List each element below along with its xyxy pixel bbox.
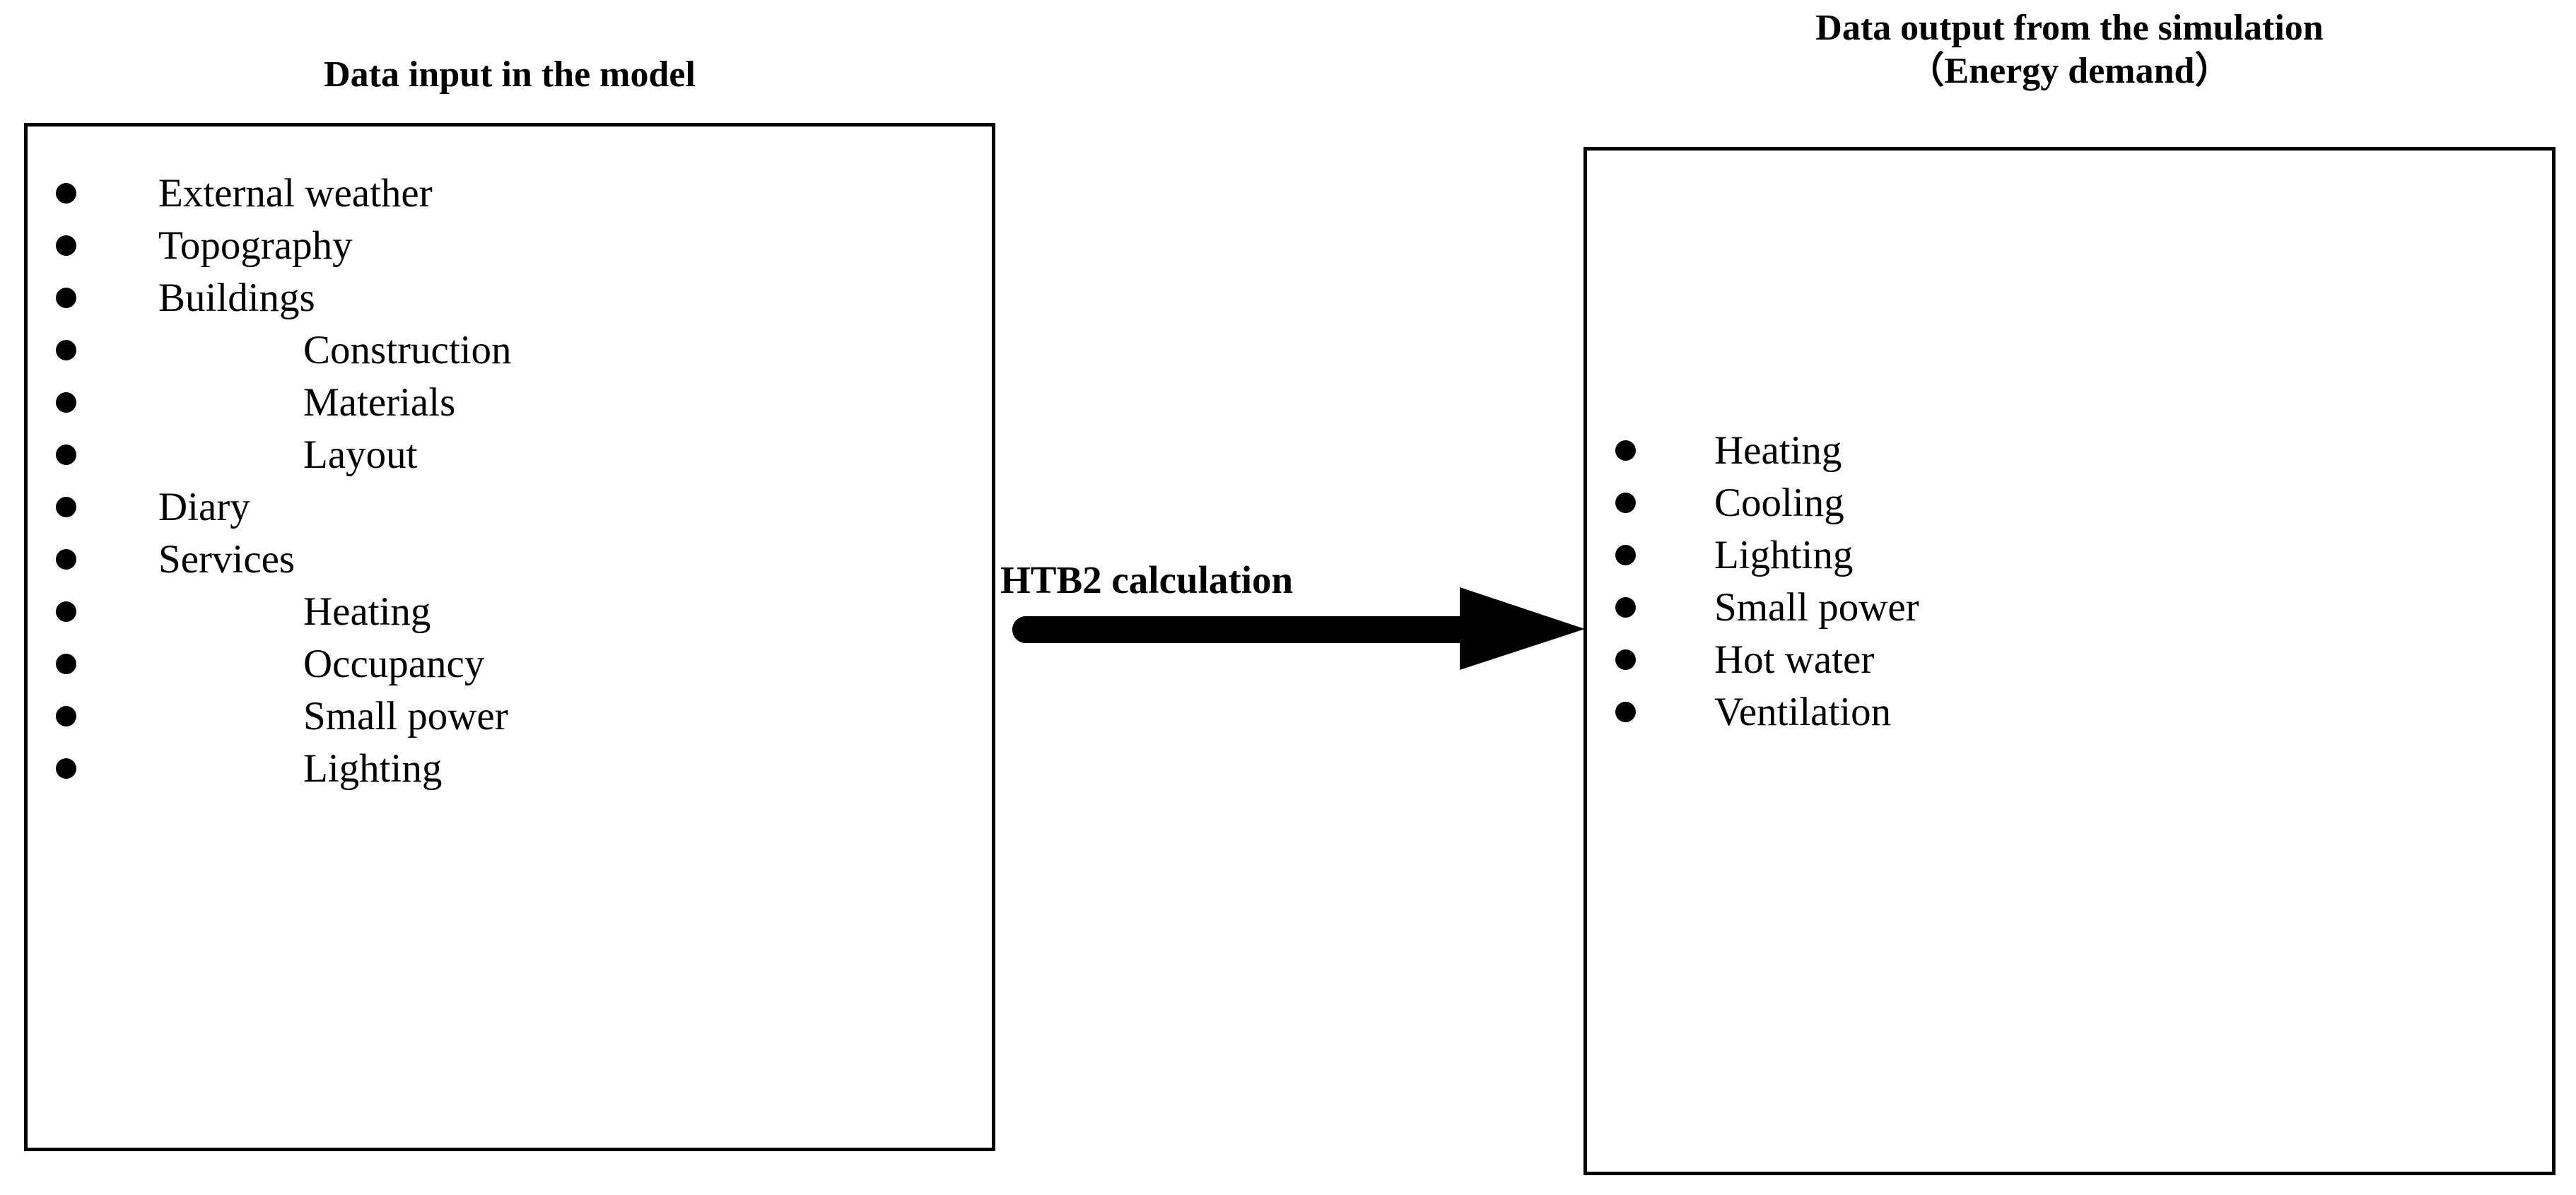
input-item-label: Construction xyxy=(303,328,512,372)
output-item-label: Ventilation xyxy=(1714,690,1892,734)
input-item-label: Small power xyxy=(303,694,508,738)
bullet-dot-icon xyxy=(1615,440,1636,461)
output-item-label: Lighting xyxy=(1714,533,1854,577)
output-item-label: Hot water xyxy=(1714,637,1875,682)
input-item: Materials xyxy=(28,377,992,429)
bullet-dot-icon xyxy=(56,601,76,622)
bullet-dot-icon xyxy=(56,235,76,256)
bullet-dot-icon xyxy=(56,654,76,674)
input-item-label: Occupancy xyxy=(303,642,485,686)
bullet-dot-icon xyxy=(56,183,76,204)
bullet-dot-icon xyxy=(56,549,76,570)
bullet-dot-icon xyxy=(56,706,76,726)
bullet-dot-icon xyxy=(56,445,76,465)
bullet-dot-icon xyxy=(1615,597,1636,618)
right-arrow-icon xyxy=(1012,587,1585,670)
input-item-label: Layout xyxy=(303,432,418,477)
output-item: Small power xyxy=(1587,582,2552,634)
arrow-label: HTB2 calculation xyxy=(1000,558,1294,601)
process-arrow-group: HTB2 calculation xyxy=(1000,558,1591,682)
output-item: Cooling xyxy=(1587,477,2552,529)
bullet-dot-icon xyxy=(1615,493,1636,513)
bullet-dot-icon xyxy=(56,392,76,413)
bullet-dot-icon xyxy=(56,288,76,308)
output-item: Ventilation xyxy=(1587,686,2552,738)
output-panel-title-line1: Data output from the simulation xyxy=(1815,8,2324,48)
input-item: Topography xyxy=(28,220,992,272)
output-item-label: Heating xyxy=(1714,428,1842,473)
input-item: Services xyxy=(28,534,992,586)
input-item: Construction xyxy=(28,324,992,377)
bullet-dot-icon xyxy=(1615,545,1636,565)
output-item-label: Small power xyxy=(1714,585,1919,630)
output-item: Hot water xyxy=(1587,634,2552,686)
bullet-dot-icon xyxy=(1615,649,1636,670)
input-item: Small power xyxy=(28,690,992,743)
bullet-dot-icon xyxy=(1615,702,1636,722)
input-panel-title: Data input in the model xyxy=(324,54,696,95)
output-panel-title: Data output from the simulation （Energy … xyxy=(1548,8,2576,90)
input-item: Heating xyxy=(28,586,992,638)
input-item: Lighting xyxy=(28,743,992,795)
input-item-label: Topography xyxy=(158,223,353,268)
input-item: Layout xyxy=(28,429,992,481)
input-item-label: Services xyxy=(158,537,295,582)
input-item-label: Materials xyxy=(303,380,456,425)
output-panel-title-line2: （Energy demand） xyxy=(1907,51,2232,92)
input-item: External weather xyxy=(28,167,992,220)
input-item: Occupancy xyxy=(28,638,992,690)
input-item: Diary xyxy=(28,481,992,534)
output-item: Heating xyxy=(1587,425,2552,477)
bullet-dot-icon xyxy=(56,340,76,360)
input-item-label: Buildings xyxy=(158,276,315,320)
output-item: Lighting xyxy=(1587,529,2552,582)
bullet-dot-icon xyxy=(56,497,76,517)
input-item-label: Heating xyxy=(303,589,431,634)
input-item-label: Diary xyxy=(158,485,250,529)
bullet-dot-icon xyxy=(56,758,76,779)
input-item-label: Lighting xyxy=(303,746,443,791)
input-item-label: External weather xyxy=(158,171,433,216)
input-item: Buildings xyxy=(28,272,992,324)
output-item-label: Cooling xyxy=(1714,481,1844,525)
